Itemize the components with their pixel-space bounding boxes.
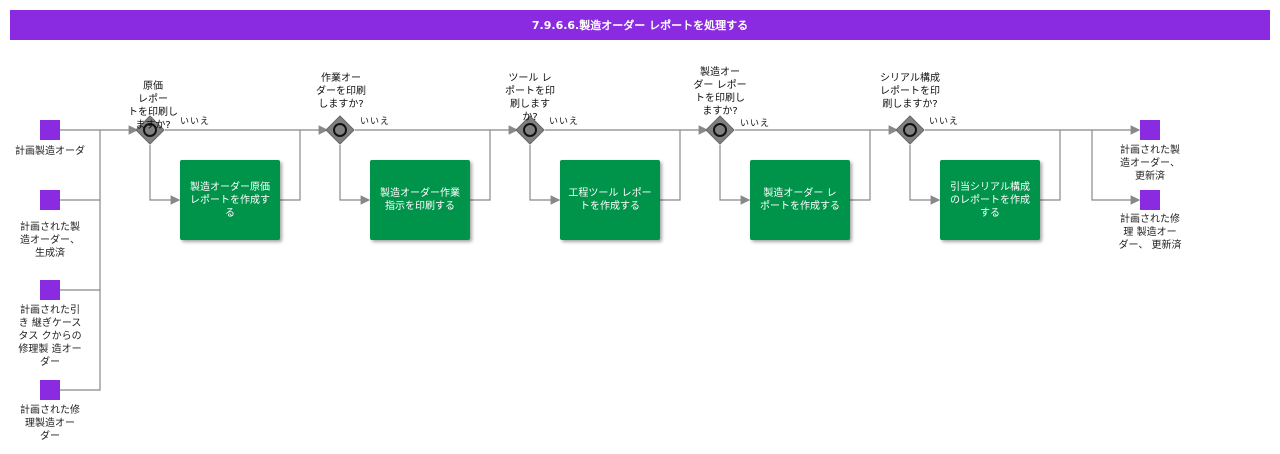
flow-start-4 <box>60 290 101 391</box>
end-event-label-1: 計画された製 造オーダー、 更新済 <box>1120 145 1180 182</box>
task-tool-report[interactable]: 工程ツール レポー トを作成する <box>560 160 660 240</box>
task-serial-report[interactable]: 引当シリアル構成 のレポートを作成 する <box>940 160 1040 240</box>
gateway-question-4: 製造オー ダー レポー トを印刷し ますか? <box>693 67 747 117</box>
gateway-no-label-4: いいえ <box>740 119 771 129</box>
start-event-label-2: 計画された製 造オーダー、 生成済 <box>20 222 80 259</box>
gateway-question-1: 原価 レポー トを印刷し ますか? <box>128 81 178 131</box>
flow-t5-out <box>1040 130 1061 201</box>
flow-g3-yes <box>529 145 561 205</box>
gateway-3[interactable] <box>515 115 545 145</box>
task-order-report[interactable]: 製造オーダー レ ポートを作成する <box>750 160 850 240</box>
flow-start-2 <box>60 130 101 201</box>
flow-t3-out <box>660 130 681 201</box>
gateway-4[interactable] <box>705 115 735 145</box>
flow-t1-out <box>280 130 301 201</box>
start-event-label-1: 計画製造オーダ <box>15 146 85 157</box>
gateway-2[interactable] <box>325 115 355 145</box>
gateway-1[interactable] <box>135 115 165 145</box>
flow-t2-out <box>470 130 491 201</box>
flow-t4-out <box>850 130 871 201</box>
task-work-instruction[interactable]: 製造オーダー作業 指示を印刷する <box>370 160 470 240</box>
gateway-5[interactable] <box>895 115 925 145</box>
gateway-question-2: 作業オー ダーを印刷 しますか? <box>316 73 366 110</box>
task-cost-report[interactable]: 製造オーダー原価 レポートを作成す る <box>180 160 280 240</box>
gateway-question-3: ツール レ ポートを印 刷します か? <box>505 73 555 123</box>
start-event-label-3: 計画された引 き 継ぎケース タス クからの 修理製 造オー ダー <box>18 305 82 368</box>
gateway-no-label-2: いいえ <box>360 117 391 127</box>
start-event-label-4: 計画された修 理製造オー ダー <box>20 405 80 442</box>
gateway-no-label-1: いいえ <box>180 117 211 127</box>
start-event-1[interactable] <box>40 120 60 140</box>
end-event-2[interactable] <box>1140 190 1160 210</box>
diagram-title: 7.9.6.6.製造オーダー レポートを処理する <box>10 10 1270 40</box>
flow-g4-yes <box>719 145 751 205</box>
gateway-question-5: シリアル構成 レポートを印 刷しますか? <box>880 73 940 110</box>
start-event-3[interactable] <box>40 280 60 300</box>
start-event-2[interactable] <box>40 190 60 210</box>
flow-end-2 <box>1091 130 1141 205</box>
flow-g5-yes <box>909 145 941 205</box>
flow-g2-yes <box>339 145 371 205</box>
flow-g1-yes <box>149 145 181 205</box>
end-event-label-2: 計画された修 理 製造オー ダー、 更新済 <box>1118 214 1182 251</box>
start-event-4[interactable] <box>40 380 60 400</box>
gateway-no-label-5: いいえ <box>929 117 960 127</box>
end-event-1[interactable] <box>1140 120 1160 140</box>
gateway-no-label-3: いいえ <box>549 117 580 127</box>
